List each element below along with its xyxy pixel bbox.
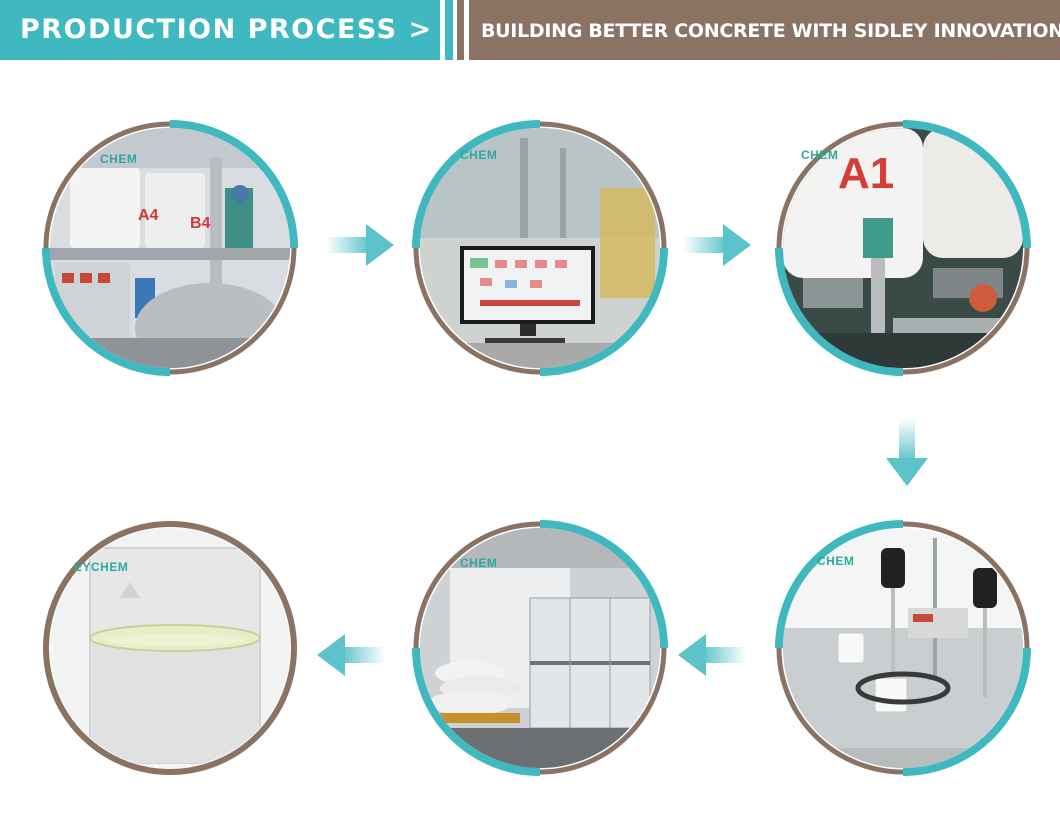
process-step-reactor-workshop: A4 B4 CHEM xyxy=(40,118,300,378)
warehouse-photo xyxy=(420,528,660,768)
arrow-down-icon xyxy=(886,418,928,486)
process-step-warehouse: CHEM xyxy=(410,518,670,778)
control-room-photo xyxy=(420,128,660,368)
brand-watermark: EYCHEM xyxy=(74,560,129,574)
page-title: PRODUCTION PROCESS > > xyxy=(0,0,466,60)
circle-frame xyxy=(412,520,668,776)
process-step-control-room: CHEM xyxy=(410,118,670,378)
process-step-lab-testing: CHEM xyxy=(773,518,1033,778)
valve-tanks-photo: A1 xyxy=(783,128,1023,368)
brand-watermark: CHEM xyxy=(460,148,498,162)
reactor-workshop-photo: A4 B4 xyxy=(50,128,290,368)
header-banner: PRODUCTION PROCESS > > BUILDING BETTER C… xyxy=(0,0,1060,60)
circle-frame xyxy=(775,520,1031,776)
process-step-final-product: EYCHEM xyxy=(40,518,300,778)
circle-frame xyxy=(43,521,297,775)
process-step-valve-tanks: A1 CHEM xyxy=(773,118,1033,378)
divider-stripe xyxy=(440,0,445,60)
circle-frame xyxy=(412,120,668,376)
tank-label: A1 xyxy=(838,149,894,198)
brand-watermark: CHEM xyxy=(100,152,138,166)
brand-watermark: CHEM xyxy=(817,554,855,568)
brand-watermark: CHEM xyxy=(460,556,498,570)
arrow-right-icon xyxy=(683,224,751,266)
divider-stripe xyxy=(453,0,457,60)
divider-stripe xyxy=(457,0,464,60)
tank-label: A4 xyxy=(138,207,159,224)
arrow-left-icon xyxy=(317,634,385,676)
divider-stripe xyxy=(464,0,469,60)
circle-frame xyxy=(42,120,298,376)
divider-stripe xyxy=(445,0,453,60)
tank-label: B4 xyxy=(190,215,211,232)
brand-watermark: CHEM xyxy=(801,148,839,162)
arrow-left-icon xyxy=(678,634,746,676)
arrow-right-icon xyxy=(326,224,394,266)
circle-frame xyxy=(775,120,1031,376)
page-subtitle: BUILDING BETTER CONCRETE WITH SIDLEY INN… xyxy=(469,0,1060,60)
final-product-photo xyxy=(50,528,290,768)
